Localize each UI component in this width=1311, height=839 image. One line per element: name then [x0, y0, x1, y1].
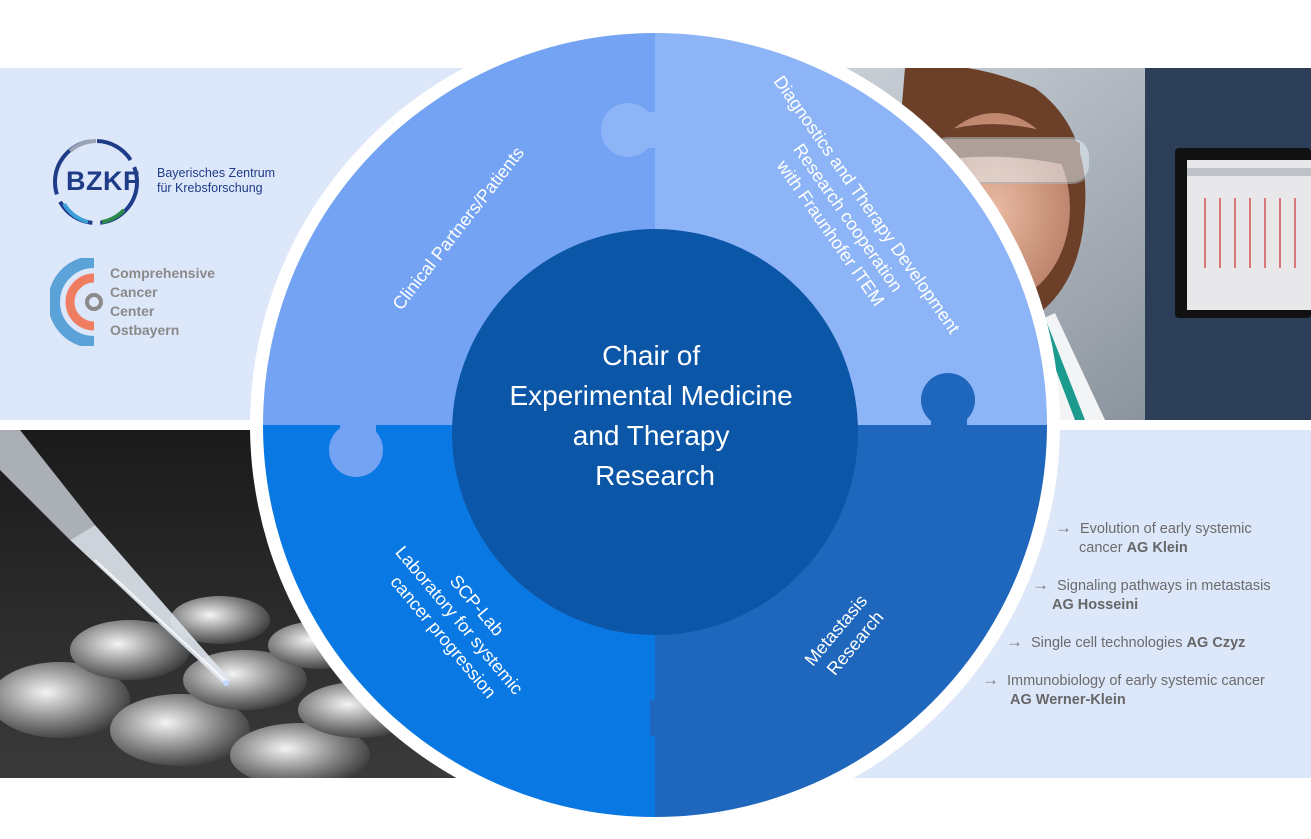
ccc-name-line: Comprehensive: [110, 265, 216, 281]
puzzle-knob-top: [601, 103, 659, 157]
puzzle-knob-left: [329, 420, 383, 477]
center-title-line: Research: [595, 460, 715, 491]
bzkf-logo[interactable]: BZKF Bayerisches Zentrum für Krebsforsch…: [50, 136, 290, 228]
group-name: AG Czyz: [1186, 635, 1246, 651]
research-group-item[interactable]: → Evolution of early systemic cancer AG K…: [1055, 518, 1252, 558]
bzkf-name-line: Bayerisches Zentrum: [157, 166, 276, 180]
group-name: AG Hosseini: [1052, 597, 1139, 613]
center-title: Chair of Experimental Medicine and Thera…: [509, 340, 800, 491]
arrow-right-icon: →: [1032, 575, 1049, 594]
group-name: AG Werner-Klein: [1010, 692, 1126, 708]
bzkf-ring-icon: [53, 139, 139, 225]
puzzle-knob-bottom: [650, 691, 707, 745]
bzkf-full-name: Bayerisches Zentrum für Krebsforschung: [157, 166, 275, 196]
ccc-name-line: Cancer: [110, 284, 158, 300]
arrow-right-icon: →: [1006, 632, 1023, 651]
group-topic: Evolution of early systemic: [1080, 521, 1252, 537]
group-name: AG Klein: [1126, 540, 1188, 556]
group-topic: cancer: [1079, 540, 1127, 556]
research-group-item[interactable]: →Immunobiology of early systemic cancer …: [982, 670, 1265, 710]
group-topic: Immunobiology of early systemic cancer: [1007, 673, 1265, 689]
ccc-name-line: Center: [110, 303, 155, 319]
arrow-right-icon: →: [982, 670, 999, 689]
research-group-item[interactable]: → Signaling pathways in metastasis AG Hos…: [1032, 575, 1271, 615]
ccc-name-line: Ostbayern: [110, 322, 180, 338]
bzkf-name-line: für Krebsforschung: [157, 181, 263, 195]
ccc-name: Comprehensive Cancer Center Ostbayern: [110, 264, 215, 340]
group-topic: Single cell technologies: [1031, 635, 1187, 651]
puzzle-knob-right: [921, 373, 975, 430]
research-group-item[interactable]: → Single cell technologies AG Czyz: [1006, 632, 1245, 653]
arrow-right-icon: →: [1055, 518, 1072, 537]
group-topic: Signaling pathways in metastasis: [1057, 578, 1271, 594]
center-title-line: Experimental Medicine: [509, 380, 792, 411]
ccc-ostbayern-logo[interactable]: Comprehensive Cancer Center Ostbayern: [50, 258, 250, 346]
bzkf-letters: BZKF: [66, 166, 140, 196]
center-circle: [452, 229, 858, 635]
center-title-line: and Therapy: [573, 420, 730, 451]
center-title-line: Chair of: [602, 340, 700, 371]
ccc-mark-icon: [50, 258, 103, 346]
